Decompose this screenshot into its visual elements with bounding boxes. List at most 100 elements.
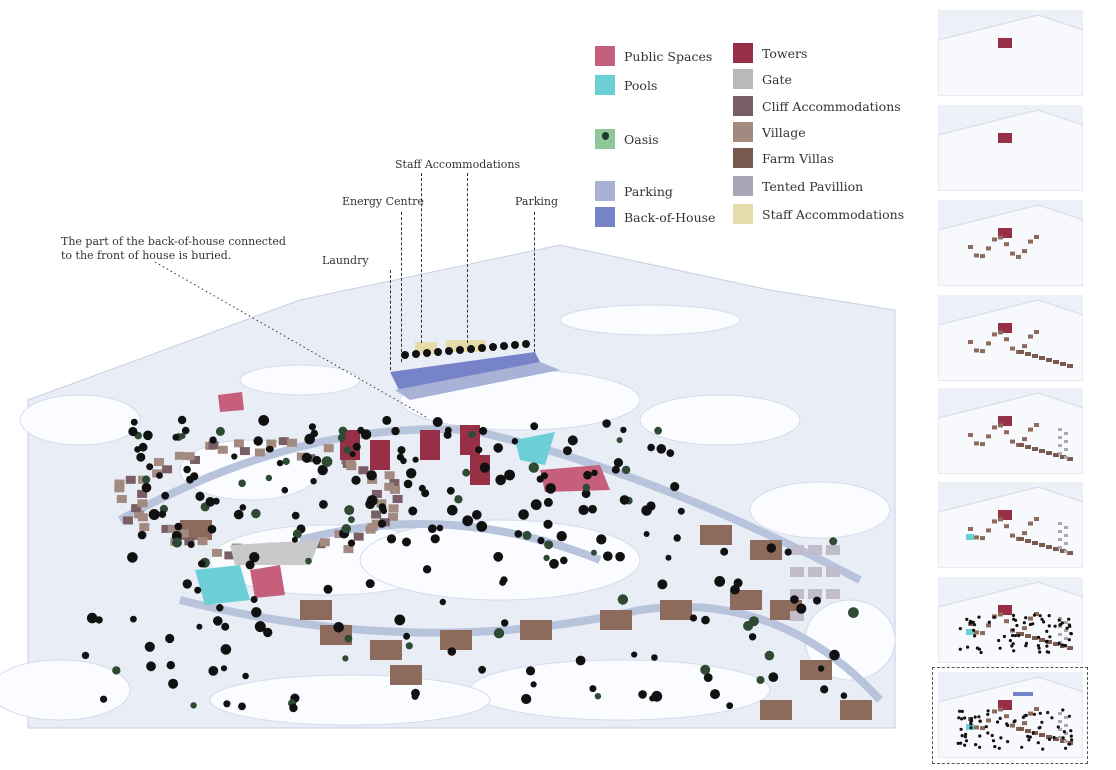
thumb-villa [1004,714,1009,719]
tree [820,685,829,694]
tree [543,554,550,562]
thumb-villa [1034,517,1039,522]
tree [146,661,156,672]
tree [764,650,775,661]
village-unit [296,452,307,461]
tree [500,342,508,350]
thumbnail-drawing [938,109,1083,191]
village-unit [239,447,250,456]
tree [323,584,333,594]
thumb-farm-villa [1018,443,1024,447]
thumb-tree [1038,725,1042,730]
village-unit [184,452,195,461]
tree [310,429,319,438]
leader-laundry [390,270,391,370]
phase-thumbnail-6 [938,482,1083,568]
farm-villa [800,660,832,680]
thumb-back-of-house [1013,692,1033,696]
tree [673,534,681,542]
thumb-farm-villa [1046,545,1052,549]
thumb-tree [1012,649,1016,653]
village-unit [137,489,148,498]
tree [146,463,154,471]
thumb-villa [986,623,991,628]
tree [321,456,333,467]
thumb-tree [984,725,988,729]
thumb-villa [1028,521,1033,526]
tree [412,456,419,463]
thumb-farm-villa [1025,445,1031,449]
thumb-tree [1061,708,1065,712]
thumb-villa [1022,249,1027,254]
thumb-tree [1041,747,1045,751]
swatch [595,181,615,201]
tree [677,507,685,515]
thumb-tree [977,615,981,619]
thumb-farm-villa [1060,362,1066,366]
tented-pavillion [826,567,840,577]
tree [493,443,504,453]
village-unit [125,475,136,484]
tree [493,628,505,639]
thumb-villa [980,631,985,636]
farm-villa [600,610,632,630]
tree [651,690,663,702]
thumb-tent [1058,452,1062,455]
thumb-tree [1057,641,1061,646]
tree [223,700,231,708]
legend-label: Staff Accommodations [762,206,905,222]
thumb-terrain [938,486,1083,568]
phase-thumbnail-3 [938,200,1083,286]
tree [537,537,545,545]
thumb-tent [1064,637,1068,640]
thumb-towers [998,700,1012,710]
tree [514,530,523,538]
tree [282,457,290,465]
tree [292,529,302,539]
farm-villa [370,640,402,660]
village-unit [197,537,208,546]
tree [238,479,246,488]
oasis-tree-icon [595,129,615,149]
tree [665,554,672,561]
tree [432,417,443,427]
thumb-villa [998,423,1003,428]
thumb-tree [1040,617,1044,621]
farm-villa [440,630,472,650]
thumb-tent [1058,720,1062,723]
legend-tented-pavillion: Tented Pavillion [733,176,863,196]
thumb-tree [1067,617,1071,621]
selected-phase-frame [932,667,1088,764]
tree [177,415,187,425]
thumb-villa [1004,242,1009,247]
tree [250,596,258,603]
tree [620,426,627,434]
farm-villa [520,620,552,640]
thumb-tree [964,739,969,743]
hill [209,674,491,726]
thumb-farm-villa [1046,358,1052,362]
phase-thumbnail-4 [938,295,1083,381]
thumb-tent [1058,522,1062,525]
thumb-farm-villa [1032,354,1038,358]
thumb-tent [1058,617,1062,620]
thumb-farm-villa [1025,729,1031,733]
tree [216,604,224,612]
village-unit [233,439,244,448]
thumb-tree [1011,633,1015,638]
thumb-tree [1037,635,1041,639]
thumb-terrain [938,109,1083,191]
thumb-tree [1022,621,1026,625]
legend-label: Public Spaces [624,48,713,64]
thumb-farm-villa [1039,543,1045,547]
tree [666,449,675,457]
village-unit [162,465,173,474]
thumb-villa [1010,251,1015,256]
thumb-villa [986,434,991,439]
tree [341,524,351,534]
thumb-villa [980,349,985,354]
thumb-tent [1058,712,1062,715]
tree [472,510,482,520]
village-unit [389,479,400,488]
tree [726,702,734,710]
